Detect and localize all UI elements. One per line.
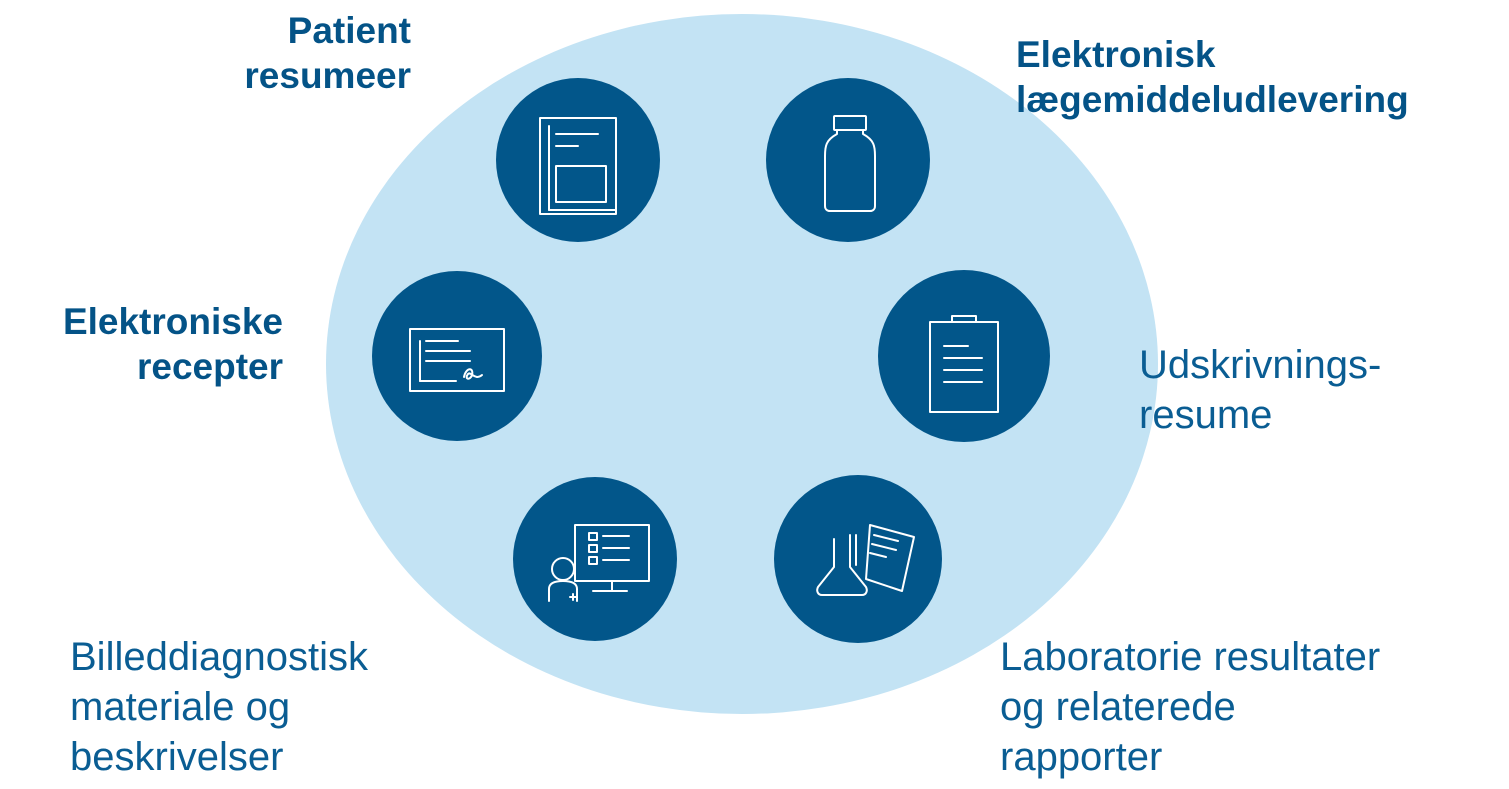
laboratory-label: Laboratorie resultater og relaterede rap…	[1000, 632, 1380, 782]
e-prescription-line-1: Elektroniske	[62, 301, 283, 342]
e-prescription-label: Elektroniske recepter	[63, 299, 283, 389]
patient-summary-line-1: Patient	[287, 10, 411, 51]
laboratory-node[interactable]	[774, 475, 942, 643]
drug-dispensing-line-1: Elektronisk	[1016, 34, 1216, 75]
patient-summary-node[interactable]	[496, 78, 660, 242]
document-icon	[539, 117, 617, 215]
e-prescription-line-2: recepter	[136, 346, 283, 388]
patient-summary-label: Patient resumeer	[244, 8, 411, 98]
drug-dispensing-line-2: lægemiddeludlevering	[1016, 79, 1409, 121]
patient-summary-line-2: resumeer	[244, 55, 411, 97]
discharge-summary-line-2: resume	[1139, 393, 1273, 437]
e-prescription-node[interactable]	[372, 271, 542, 441]
imaging-node[interactable]	[513, 477, 677, 641]
discharge-summary-line-1: Udskrivnings-	[1139, 343, 1382, 387]
lab-flask-report-icon	[816, 524, 915, 596]
laboratory-line-2: og relaterede	[1000, 685, 1236, 729]
laboratory-line-3: rapporter	[1000, 735, 1163, 779]
drug-dispensing-label: Elektronisk lægemiddeludlevering	[1016, 32, 1409, 122]
imaging-line-1: Billeddiagnostisk	[70, 635, 368, 679]
medicine-bottle-icon	[824, 115, 876, 212]
clinician-monitor-icon	[548, 524, 650, 602]
discharge-summary-label: Udskrivnings- resume	[1139, 340, 1381, 440]
clipboard-icon	[929, 315, 999, 413]
imaging-label: Billeddiagnostisk materiale og beskrivel…	[70, 632, 368, 782]
signed-certificate-icon	[409, 328, 505, 392]
imaging-line-2: materiale og	[70, 685, 291, 729]
laboratory-line-1: Laboratorie resultater	[1000, 635, 1381, 679]
drug-dispensing-node[interactable]	[766, 78, 930, 242]
imaging-line-3: beskrivelser	[70, 735, 284, 779]
discharge-summary-node[interactable]	[878, 270, 1050, 442]
